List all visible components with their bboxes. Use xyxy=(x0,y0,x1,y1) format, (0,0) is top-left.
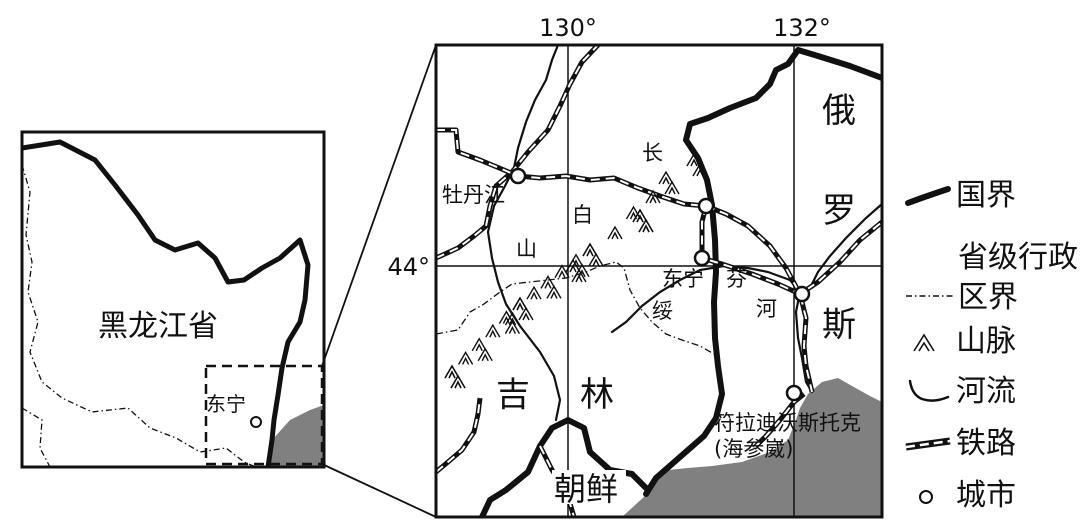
mountain-symbol xyxy=(632,208,648,223)
inset-city-label: 东宁 xyxy=(206,392,246,416)
inset-map: 黑龙江省 东宁 xyxy=(20,130,326,469)
mountain-symbol xyxy=(607,225,623,240)
mountain-label-shan: 山 xyxy=(516,237,537,261)
legend-label-provincial-boundary: 省级行政区界 xyxy=(958,240,1078,315)
mountain-symbol xyxy=(588,252,604,267)
legend-item-city: 城市 xyxy=(904,476,1016,516)
mountain-symbol xyxy=(546,285,562,299)
mountain-symbol xyxy=(477,347,493,362)
railway-east xyxy=(699,205,882,297)
mountain-label-chang: 长 xyxy=(642,141,663,165)
provincial-boundary-icon xyxy=(906,295,954,297)
river-label-sui: 绥 xyxy=(652,299,673,323)
inset-provincial-boundary-branch xyxy=(22,407,51,467)
river-label-he: 河 xyxy=(756,297,777,321)
zoom-connector-top xyxy=(321,44,437,367)
legend-label-national-border: 国界 xyxy=(956,178,1016,213)
region-label-ji: 吉 xyxy=(496,375,530,415)
lon-label-130: 130° xyxy=(539,14,597,42)
changbai-mountain-range xyxy=(444,152,708,389)
inset-province-label: 黑龙江省 xyxy=(98,309,218,344)
legend-item-provincial-boundary: 省级行政区界 xyxy=(904,238,1078,328)
legend-label-mountain: 山脉 xyxy=(956,324,1016,359)
city-ussuriysk-marker xyxy=(793,285,811,303)
city-label-vladivostok: 符拉迪沃斯托克 xyxy=(714,411,861,435)
region-label-korea: 朝鲜 xyxy=(554,470,618,508)
city-suifenhe-junction-marker xyxy=(697,197,715,215)
mountain-symbol xyxy=(498,310,515,324)
region-label-e: 俄 xyxy=(822,91,856,131)
mountain-symbol xyxy=(568,253,584,268)
korea-label-bg xyxy=(552,470,626,504)
mountain-symbol xyxy=(444,364,460,379)
main-sea xyxy=(622,378,882,517)
inset-sea xyxy=(268,405,324,467)
city-vladivostok-marker xyxy=(785,384,803,402)
city-label-haishenwai: (海参崴) xyxy=(714,437,793,461)
zoom-connector-bottom xyxy=(321,463,437,518)
legend-item-mountain: 山脉 xyxy=(904,322,1016,362)
mountain-symbol xyxy=(645,189,661,204)
legend-label-city: 城市 xyxy=(956,478,1016,513)
city-label-dongning: 东宁 xyxy=(662,267,704,291)
inset-city-dongning xyxy=(250,416,262,428)
mountain-symbol xyxy=(485,323,501,338)
mountain-symbol xyxy=(450,374,466,389)
mountain-icon xyxy=(913,333,935,352)
inset-highlight-box xyxy=(204,364,324,466)
legend-label-river: 河流 xyxy=(956,374,1016,409)
provincial-boundary xyxy=(436,261,715,355)
main-map: 牡丹江 东宁 符拉迪沃斯托克 (海参崴) 长 白 山 绥 芬 河 吉 林 俄 罗… xyxy=(434,43,884,519)
river-mudanjiang xyxy=(486,45,562,422)
legend-item-river: 河流 xyxy=(904,372,1016,412)
mountain-symbol xyxy=(457,351,474,365)
mountain-symbol xyxy=(504,320,521,334)
region-label-luo: 罗 xyxy=(822,191,856,231)
mountain-symbol xyxy=(638,218,654,233)
legend-item-national-border: 国界 xyxy=(904,176,1016,216)
city-mudanjiang-marker xyxy=(509,167,527,185)
mountain-symbol xyxy=(664,180,680,195)
region-label-si: 斯 xyxy=(822,305,856,345)
mountain-symbol xyxy=(582,242,598,257)
railway-south xyxy=(436,397,483,474)
city-icon xyxy=(919,490,933,504)
inset-frame xyxy=(20,130,326,469)
mountain-symbol xyxy=(526,285,542,300)
city-dongning-marker xyxy=(693,249,711,267)
mountain-symbol xyxy=(471,337,487,352)
river-suifenhe xyxy=(610,264,814,394)
mountain-symbol xyxy=(658,170,674,185)
mountain-symbol xyxy=(686,152,702,167)
mountain-symbol xyxy=(554,264,570,278)
mountain-label-bai: 白 xyxy=(572,203,593,227)
legend-item-railway: 铁路 xyxy=(904,424,1016,464)
river-label-fen: 芬 xyxy=(726,267,747,291)
national-border-icon xyxy=(905,186,951,206)
city-label-mudanjiang: 牡丹江 xyxy=(442,183,505,207)
lon-label-132: 132° xyxy=(773,14,831,42)
legend-label-railway: 铁路 xyxy=(956,426,1016,461)
inset-national-border xyxy=(22,139,311,467)
mountain-symbol xyxy=(512,296,528,311)
border-china-russia xyxy=(643,47,882,497)
river-icon xyxy=(908,379,950,402)
lat-label-44: 44° xyxy=(387,253,430,281)
mountain-symbol xyxy=(574,263,590,278)
region-label-lin: 林 xyxy=(580,375,614,415)
main-map-frame xyxy=(434,43,884,519)
mountain-symbol xyxy=(518,306,534,321)
river-northeast xyxy=(808,202,882,290)
mountain-symbol xyxy=(692,162,708,177)
railway-icon xyxy=(905,437,951,451)
mountain-symbol xyxy=(540,275,556,289)
